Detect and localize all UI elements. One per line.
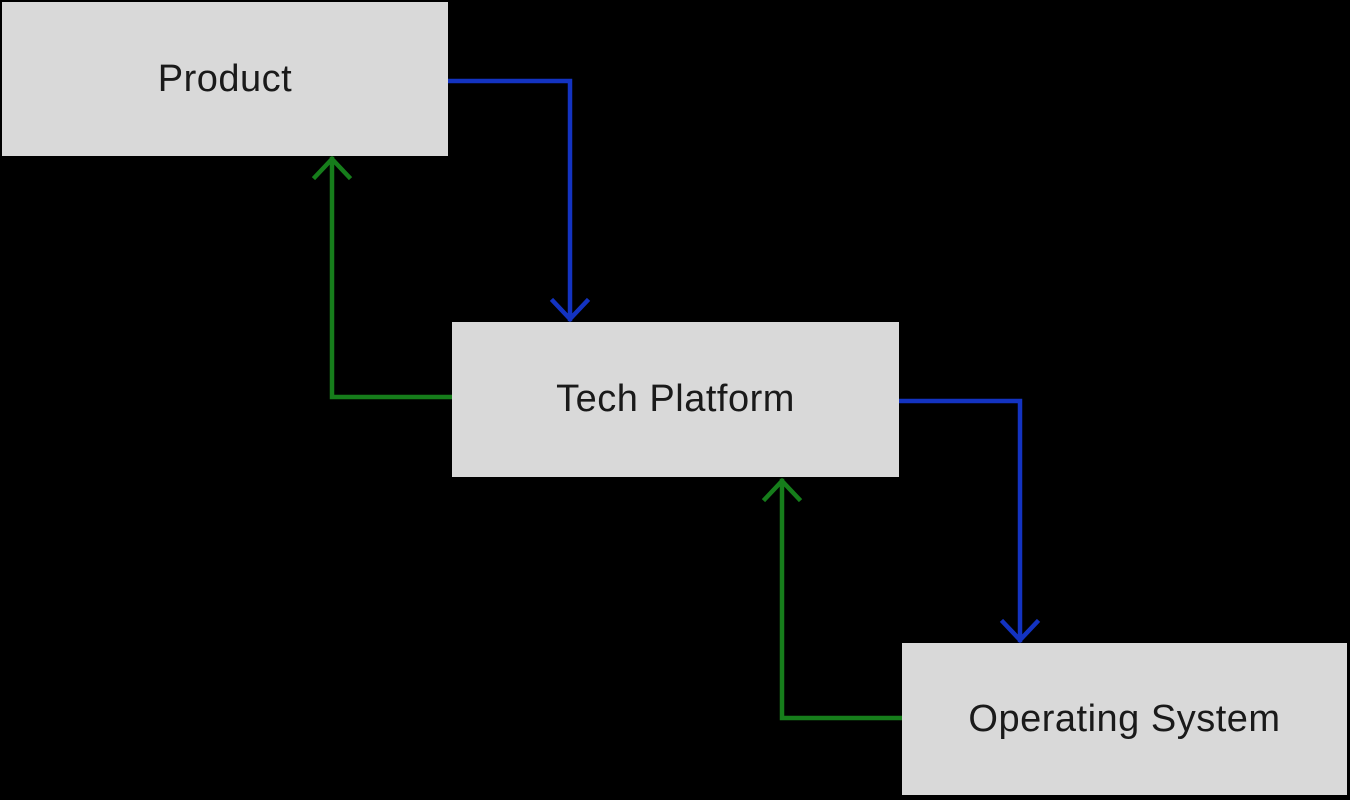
- edge-tech-platform-to-operating-system: [896, 398, 1041, 644]
- node-product-label: Product: [157, 57, 293, 100]
- node-product: Product: [2, 2, 448, 156]
- edge-operating-system-to-tech-platform: [761, 477, 905, 721]
- node-operating-system: Operating System: [902, 643, 1347, 795]
- node-tech-platform-label: Tech Platform: [556, 378, 795, 420]
- edge-product-to-tech-platform: [445, 78, 591, 323]
- node-operating-system-label: Operating System: [968, 697, 1281, 740]
- node-tech-platform: Tech Platform: [452, 322, 899, 477]
- edge-tech-platform-to-product: [311, 155, 455, 400]
